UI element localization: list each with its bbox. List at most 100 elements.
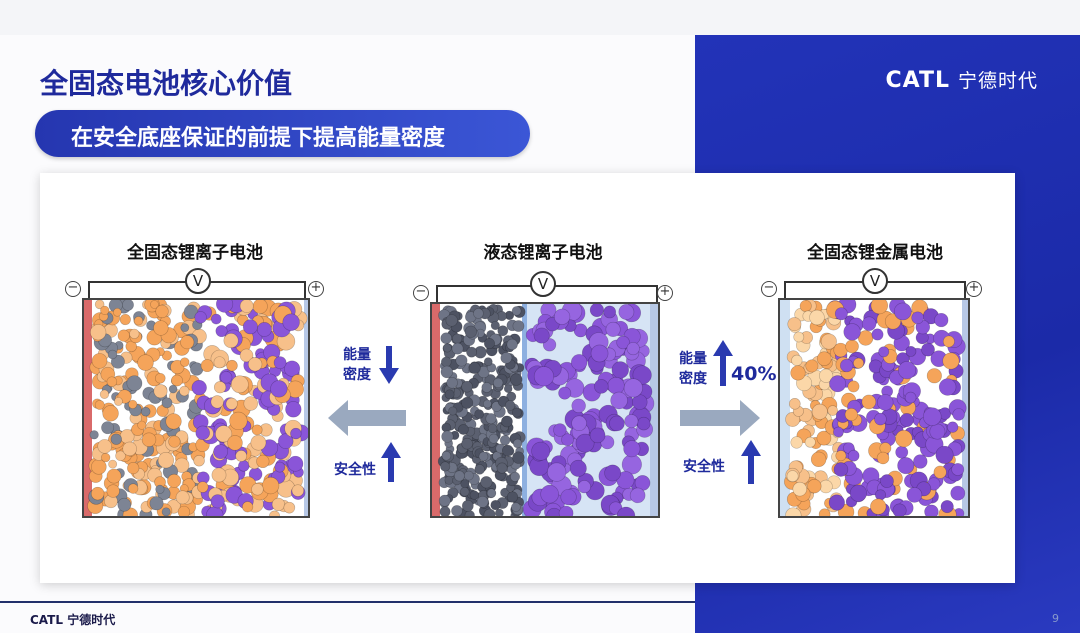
particle	[503, 384, 513, 394]
particle	[512, 451, 525, 464]
particle	[952, 408, 965, 421]
particle	[115, 450, 126, 462]
particle	[934, 312, 949, 328]
particle	[117, 329, 130, 342]
particle	[637, 416, 651, 431]
particle	[490, 499, 501, 511]
particle	[844, 407, 858, 422]
particle	[441, 451, 452, 461]
particle	[438, 494, 451, 507]
particle	[495, 508, 504, 516]
page-number: 9	[1052, 612, 1059, 625]
particle	[560, 488, 577, 506]
particle	[230, 375, 249, 394]
separator	[522, 304, 527, 516]
particle	[553, 308, 571, 325]
particle	[453, 470, 465, 482]
particle	[155, 304, 169, 319]
particle	[590, 344, 609, 363]
particle	[913, 454, 928, 469]
particle	[805, 359, 819, 373]
particle	[820, 333, 837, 350]
particle	[440, 332, 452, 344]
particle	[220, 371, 233, 384]
particle	[840, 358, 854, 373]
particle	[463, 470, 474, 481]
particle	[604, 464, 622, 482]
particle	[457, 424, 469, 435]
arrow-up-icon	[741, 440, 761, 484]
arrow-up-icon	[713, 340, 733, 386]
particle	[570, 354, 588, 371]
particle	[474, 409, 485, 419]
particle	[786, 470, 799, 483]
particle	[213, 381, 227, 394]
particle	[632, 365, 652, 385]
particle	[487, 423, 498, 434]
cathode-current-collector	[304, 300, 308, 516]
particle	[790, 365, 806, 381]
particle	[921, 342, 935, 357]
particle	[787, 317, 802, 332]
particle	[476, 495, 489, 508]
particle	[291, 484, 305, 497]
particle	[874, 489, 886, 501]
particle	[235, 450, 248, 462]
particle	[540, 484, 559, 504]
particle	[168, 384, 178, 394]
particle	[242, 319, 258, 335]
particle	[128, 483, 139, 494]
particle	[880, 474, 894, 488]
particle	[799, 300, 812, 312]
particle	[611, 361, 629, 379]
particle	[282, 313, 300, 331]
particle	[94, 400, 105, 410]
particle	[448, 406, 458, 416]
particle	[510, 471, 521, 482]
particle	[861, 394, 877, 410]
particle	[500, 352, 513, 364]
particle	[464, 325, 477, 338]
particle	[179, 385, 190, 397]
particle	[137, 354, 154, 371]
particle	[165, 413, 182, 430]
particle	[251, 424, 263, 436]
particle	[616, 335, 630, 350]
particle	[496, 462, 508, 474]
particle	[922, 407, 942, 426]
particle	[97, 439, 112, 454]
particle	[193, 455, 205, 467]
particle	[287, 455, 304, 472]
minus-icon: −	[65, 281, 81, 297]
particle	[273, 356, 287, 370]
particle	[127, 461, 140, 475]
particle	[106, 468, 122, 484]
particle	[101, 421, 115, 435]
plus-icon: +	[966, 281, 982, 297]
particle	[492, 377, 504, 389]
particle	[180, 357, 190, 367]
particle	[256, 454, 270, 469]
particle	[804, 436, 816, 448]
particle	[571, 398, 586, 413]
particle	[947, 421, 959, 433]
particle	[99, 389, 110, 399]
particle	[594, 379, 609, 394]
anode-current-collector	[84, 300, 92, 516]
particle	[180, 323, 190, 333]
battery-title-solid-li-metal: 全固态锂金属电池	[807, 243, 943, 263]
particle	[252, 300, 268, 314]
particle	[483, 508, 496, 516]
particle	[569, 459, 587, 477]
anode-current-collector	[432, 304, 440, 516]
particle	[153, 384, 168, 399]
particle	[497, 325, 509, 337]
particle	[239, 348, 254, 363]
particle	[933, 465, 947, 479]
particle	[861, 316, 877, 331]
minus-icon: −	[413, 285, 429, 301]
particle	[440, 461, 451, 472]
particle	[274, 461, 286, 473]
battery-solid-li-metal	[778, 298, 970, 518]
particle	[623, 378, 643, 398]
